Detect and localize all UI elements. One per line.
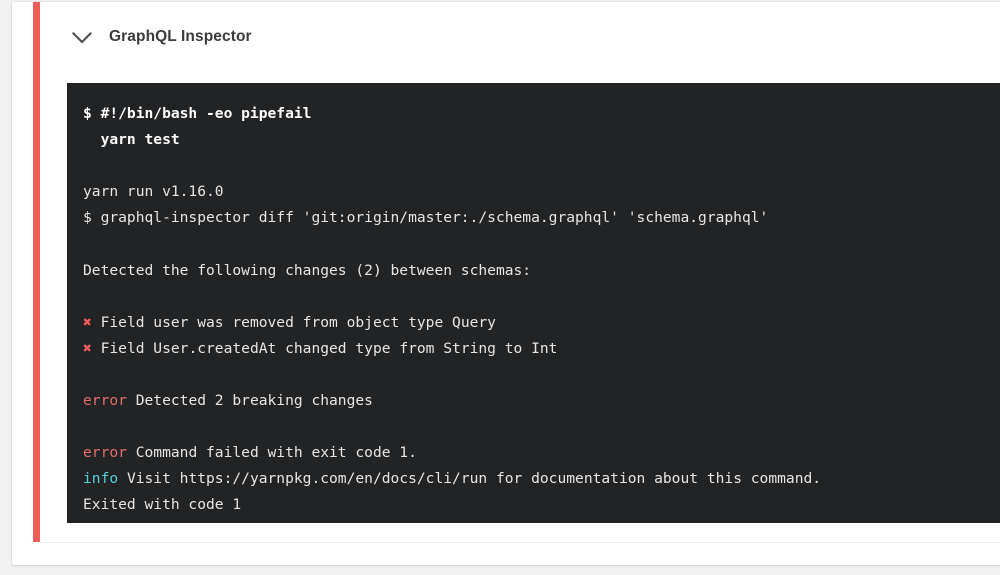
chevron-down-icon[interactable] xyxy=(67,22,97,52)
log-line: yarn run v1.16.0 xyxy=(83,183,224,201)
log-line: $ #!/bin/bash -eo pipefail xyxy=(83,105,312,122)
log-line: $ graphql-inspector diff 'git:origin/mas… xyxy=(83,209,769,227)
log-line: Exited with code 1 xyxy=(83,496,242,514)
card-footer xyxy=(40,543,1000,565)
log-text: $ #!/bin/bash -eo pipefail yarn test yar… xyxy=(83,101,1000,519)
log-line: ✖ Field User.createdAt changed type from… xyxy=(83,339,558,357)
log-line: error Command failed with exit code 1. xyxy=(83,444,417,462)
log-line xyxy=(83,414,1000,440)
log-line xyxy=(83,153,1000,179)
log-level-label: error xyxy=(83,392,127,410)
log-line: ✖ Field user was removed from object typ… xyxy=(83,313,496,331)
log-line xyxy=(83,284,1000,310)
step-header-toggle[interactable]: GraphQL Inspector xyxy=(40,2,1000,72)
log-line: info Visit https://yarnpkg.com/en/docs/c… xyxy=(83,470,822,488)
log-line xyxy=(83,231,1000,257)
breaking-change-icon: ✖ xyxy=(83,313,92,331)
breaking-change-icon: ✖ xyxy=(83,339,92,357)
log-line: error Detected 2 breaking changes xyxy=(83,392,373,410)
log-line xyxy=(83,362,1000,388)
terminal-log-output[interactable]: $ #!/bin/bash -eo pipefail yarn test yar… xyxy=(67,83,1000,523)
log-line: Detected the following changes (2) betwe… xyxy=(83,261,532,279)
step-title: GraphQL Inspector xyxy=(109,28,252,45)
step-status-rail xyxy=(33,2,40,542)
log-level-label: error xyxy=(83,444,127,462)
ci-step-card: GraphQL Inspector $ #!/bin/bash -eo pipe… xyxy=(12,2,1000,565)
log-line: yarn test xyxy=(83,131,180,149)
card-divider xyxy=(40,542,1000,543)
log-level-label: info xyxy=(83,470,119,488)
